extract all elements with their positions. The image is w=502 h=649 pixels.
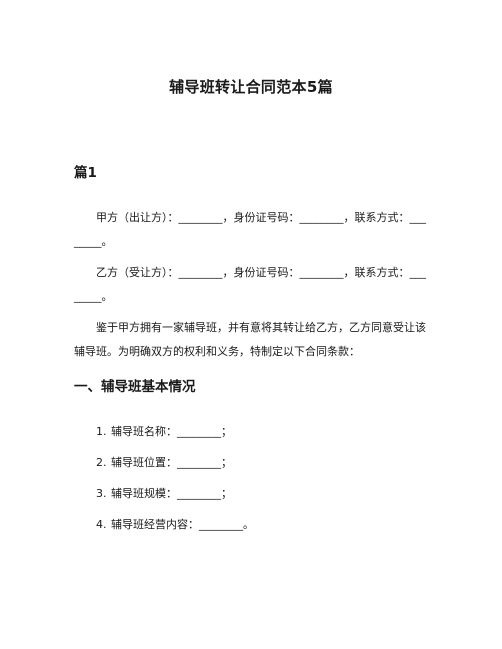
preamble-paragraph: 鉴于甲方拥有一家辅导班，并有意将其转让给乙方，乙方同意受让该辅导班。为明确双方的… bbox=[74, 321, 426, 358]
list-item: 4. 辅导班经营内容：________。 bbox=[96, 517, 254, 533]
list-item-number: 1. bbox=[96, 425, 107, 438]
list-item: 2. 辅导班位置：________； bbox=[96, 455, 232, 471]
document-title: 辅导班转让合同范本5篇 bbox=[169, 78, 333, 96]
list-item-number: 4. bbox=[96, 518, 107, 531]
list-item-text: 辅导班位置：________； bbox=[111, 456, 232, 469]
list-item-text: 辅导班经营内容：________。 bbox=[111, 518, 254, 531]
section-heading-1: 篇1 bbox=[74, 165, 97, 181]
clause-heading-1: 一、辅导班基本情况 bbox=[74, 379, 196, 395]
list-item-number: 2. bbox=[96, 456, 107, 469]
list-item-number: 3. bbox=[96, 487, 107, 500]
party-b-paragraph: 乙方（受让方）：________，身份证号码：________，联系方式：___… bbox=[74, 266, 426, 303]
list-item-text: 辅导班名称：________； bbox=[111, 425, 232, 438]
party-a-paragraph: 甲方（出让方）：________，身份证号码：________，联系方式：___… bbox=[74, 211, 426, 248]
list-item: 3. 辅导班规模：________； bbox=[96, 486, 232, 502]
list-item: 1. 辅导班名称：________； bbox=[96, 424, 232, 440]
list-item-text: 辅导班规模：________； bbox=[111, 487, 232, 500]
